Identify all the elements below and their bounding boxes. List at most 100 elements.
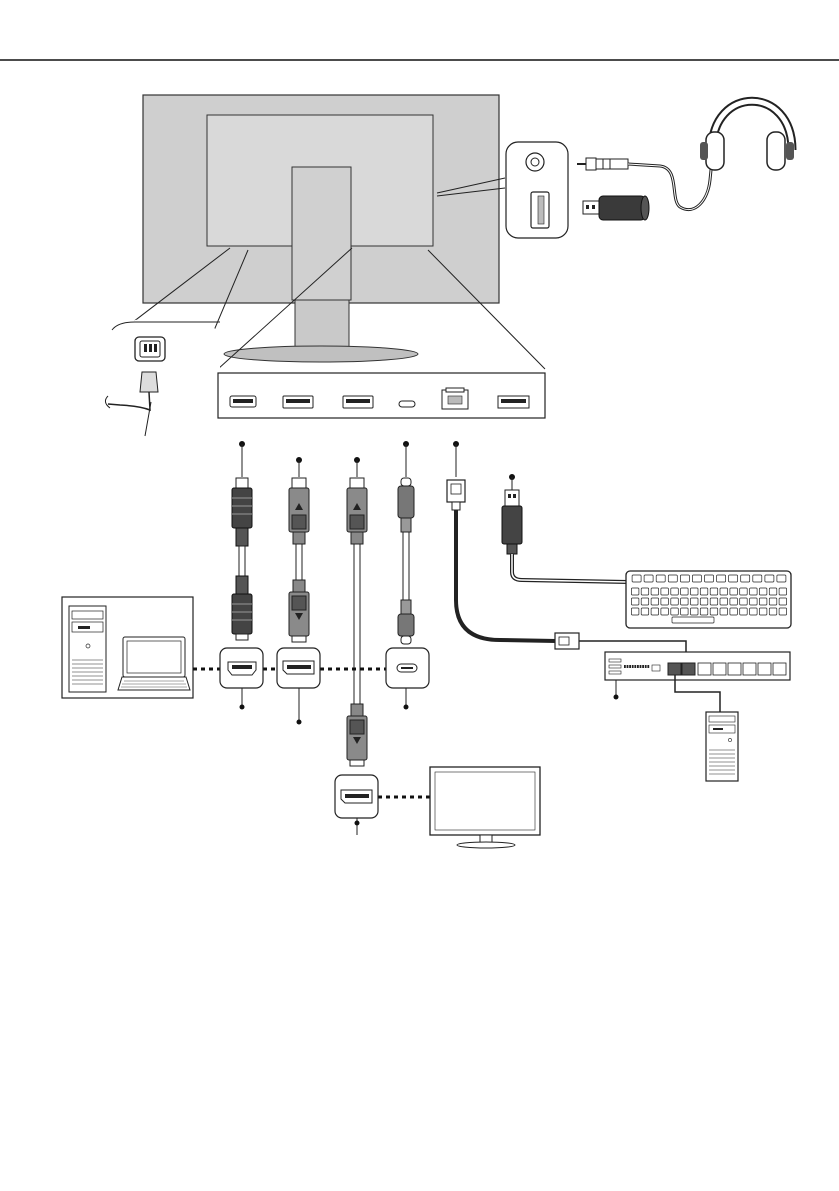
keyboard-key [779,598,787,605]
keyboard-key [700,588,708,595]
keyboard-key [769,598,777,605]
switch-port [743,663,756,675]
power-plug [140,372,158,392]
keyboard-key [631,588,639,595]
keyboard-key [661,608,669,615]
usb-cable [502,477,628,582]
keyboard-key [710,588,718,595]
keyboard-key [700,608,708,615]
keyboard-key [631,598,639,605]
switch-port-2 [682,663,695,675]
keyboard-key [661,588,669,595]
switch-port-1 [668,663,681,675]
switch-led [645,665,647,668]
keyboard-key [759,608,767,615]
displayport-receptacle-2 [335,775,378,835]
connector-dots [239,441,515,480]
keyboard-key [691,588,699,595]
switch-led [634,665,636,668]
lan-cable [447,480,686,660]
keyboard-key [691,608,699,615]
displayport-cable-2 [347,478,367,766]
switch-led [627,665,629,668]
keyboard-key [759,588,767,595]
keyboard-key [681,588,689,595]
keyboard-key [777,575,786,582]
keyboard-key [671,598,679,605]
hdmi-receptacle [220,648,263,710]
laptop-base [118,677,190,690]
switch-port [728,663,741,675]
external-monitor [430,767,540,848]
network-switch [605,652,790,712]
keyboard-spacebar [672,617,714,623]
keyboard-key [729,575,738,582]
keyboard-key [759,598,767,605]
headphone-left-cup [706,132,724,170]
switch-led [640,665,642,668]
keyboard-key [671,588,679,595]
keyboard-key [681,608,689,615]
keyboard-key [710,598,718,605]
headphone-right-cup [767,132,785,170]
keyboard-key [720,588,728,595]
side-port-panel [506,142,568,238]
keyboard-key [632,575,641,582]
switch-led [642,665,644,668]
rear-port-panel [218,373,545,418]
keyboard-key [631,608,639,615]
keyboard-key [681,598,689,605]
keyboard-key [641,608,649,615]
keyboard-key [641,588,649,595]
switch-led [624,665,626,668]
keyboard-key [720,598,728,605]
keyboard-key [769,588,777,595]
keyboard-key [740,598,748,605]
usb-c-receptacle [386,648,429,710]
keyboard-key [740,608,748,615]
keyboard-key [692,575,701,582]
switch-led [629,665,631,668]
keyboard-key [661,598,669,605]
keyboard-key [769,608,777,615]
keyboard-key [680,575,689,582]
keyboard-key [730,588,738,595]
keyboard-key [671,608,679,615]
server-tower [706,712,738,781]
keyboard-key [705,575,714,582]
displayport-receptacle-1 [277,648,320,725]
power-inlet-callout [105,317,220,436]
keyboard-key [779,608,787,615]
switch-port [773,663,786,675]
usb-c-cable [398,478,414,644]
keyboard-key [765,575,774,582]
switch-port [758,663,771,675]
keyboard [626,571,791,628]
monitor-stand-pole [295,300,349,350]
keyboard-key [750,608,758,615]
monitor-stand-neck [292,167,351,300]
keyboard-key [691,598,699,605]
keyboard-key [750,588,758,595]
switch-led [632,665,634,668]
hdmi-cable [232,478,252,640]
keyboard-key [656,575,665,582]
keyboard-key [741,575,750,582]
keyboard-key [651,608,659,615]
keyboard-key [750,598,758,605]
keyboard-key [700,598,708,605]
keyboard-key [740,588,748,595]
monitor-stand-base [224,346,418,362]
switch-port [698,663,711,675]
keyboard-key [668,575,677,582]
keyboard-key [644,575,653,582]
switch-led [637,665,639,668]
keyboard-key [730,598,738,605]
keyboard-key [720,608,728,615]
keyboard-key [753,575,762,582]
keyboard-key [651,588,659,595]
keyboard-key [710,608,718,615]
keyboard-key [641,598,649,605]
usb-c-port [399,401,415,407]
